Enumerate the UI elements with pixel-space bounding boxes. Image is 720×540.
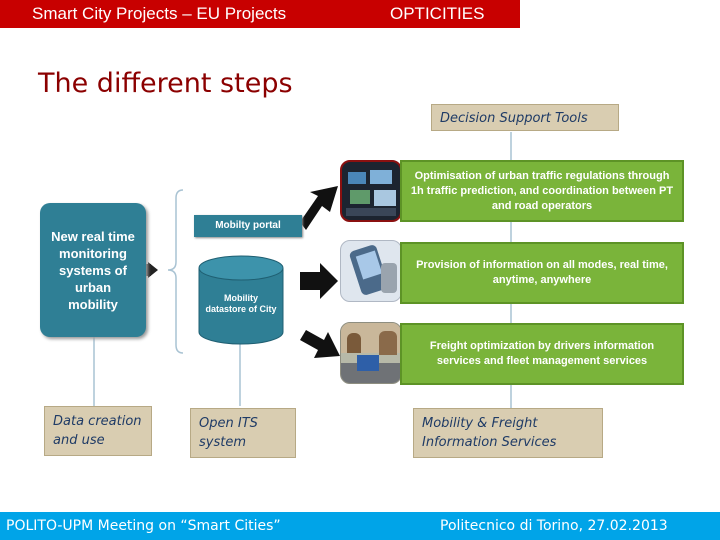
data-creation-box: Data creation and use xyxy=(44,406,152,456)
green-box-traffic: Optimisation of urban traffic regulation… xyxy=(400,160,684,222)
monitoring-systems-label: New real time monitoring systems of urba… xyxy=(51,228,135,312)
mobility-portal-box: Mobilty portal xyxy=(194,215,302,237)
green-box-information-label: Provision of information on all modes, r… xyxy=(416,259,668,286)
decision-support-tools-box: Decision Support Tools xyxy=(431,104,619,131)
green-box-traffic-label: Optimisation of urban traffic regulation… xyxy=(410,169,674,212)
footer-bar: POLITO-UPM Meeting on “Smart Cities” Pol… xyxy=(0,512,720,540)
page-title: The different steps xyxy=(38,68,293,99)
header-bar: Smart City Projects – EU Projects OPTICI… xyxy=(0,0,520,28)
datastore-label: Mobility datastore of City xyxy=(205,293,277,314)
arrow-middle xyxy=(300,263,338,299)
open-its-box: Open ITS system xyxy=(190,408,296,458)
mobile-phone-image xyxy=(340,240,402,302)
datastore-cylinder-icon xyxy=(198,255,284,345)
freight-truck-image xyxy=(340,322,402,384)
monitoring-systems-box: New real time monitoring systems of urba… xyxy=(40,203,146,337)
mobility-freight-label: Mobility & Freight Information Services xyxy=(422,416,557,450)
footer-left-text: POLITO-UPM Meeting on “Smart Cities” xyxy=(6,518,281,534)
decision-support-tools-label: Decision Support Tools xyxy=(440,111,588,126)
mobility-portal-label: Mobilty portal xyxy=(215,220,281,231)
header-right-text: OPTICITIES xyxy=(390,4,485,23)
arrow-up xyxy=(300,186,338,230)
traffic-control-room-image xyxy=(340,160,402,222)
data-creation-label: Data creation and use xyxy=(53,414,142,448)
footer-right-text: Politecnico di Torino, 27.02.2013 xyxy=(440,518,668,534)
arrow-down xyxy=(300,330,340,358)
green-box-freight-label: Freight optimization by drivers informat… xyxy=(429,340,655,367)
header-left-text: Smart City Projects – EU Projects xyxy=(32,4,287,23)
green-box-information: Provision of information on all modes, r… xyxy=(400,242,684,304)
open-its-label: Open ITS system xyxy=(199,416,258,450)
mobility-freight-box: Mobility & Freight Information Services xyxy=(413,408,603,458)
green-box-freight: Freight optimization by drivers informat… xyxy=(400,323,684,385)
